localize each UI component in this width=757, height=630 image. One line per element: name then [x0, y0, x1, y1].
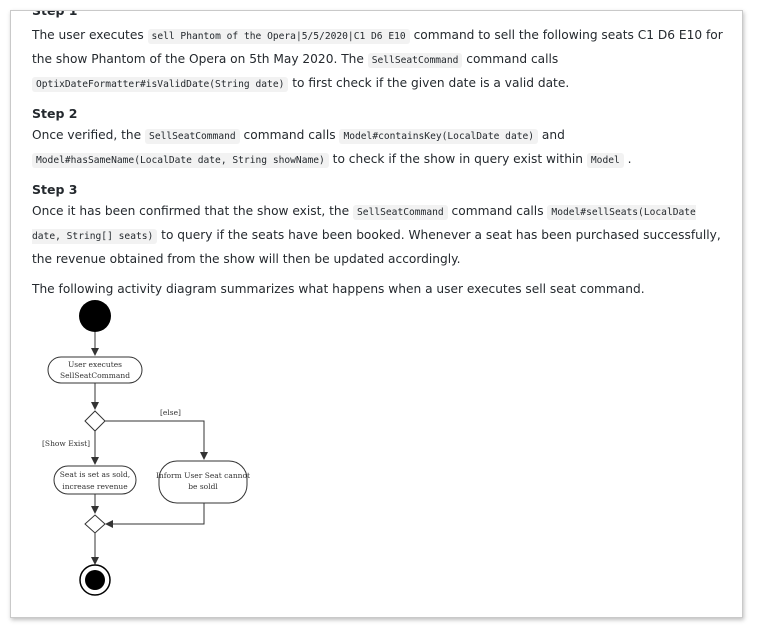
step1-text-2: command to sell the following seats C1 D… [32, 28, 723, 66]
step2-paragraph: Once verified, the SellSeatCommand comma… [32, 124, 724, 172]
action-inform-user [158, 460, 248, 504]
step2-text-5: . [623, 152, 632, 166]
flow-inform-to-merge [105, 503, 205, 528]
step2-text-1: Once verified, the [32, 128, 146, 142]
merge-node [84, 514, 106, 534]
step2-code-sellseatcommand: SellSeatCommand [145, 129, 240, 144]
step1-text-1: The user executes [32, 28, 148, 42]
document-frame: Step 1 The user executes sell Phantom of… [10, 10, 743, 618]
step1-code-isvaliddate: OptixDateFormatter#isValidDate(String da… [32, 77, 289, 92]
activity-diagram: User executes SellSeatCommand [else] [Sh… [42, 300, 250, 596]
step3-heading: Step 3 [32, 182, 78, 197]
action-user-executes-line2: SellSeatCommand [60, 371, 130, 380]
step3-code-sellseatcommand: SellSeatCommand [353, 205, 448, 220]
step1-heading: Step 1 [32, 10, 78, 18]
step2-code-model: Model [586, 153, 624, 168]
action-seat-sold-line2: increase revenue [62, 482, 128, 491]
action-inform-user-line1: Inform User Seat cannot [156, 471, 250, 480]
step2-text-2: command calls [239, 128, 340, 142]
action-user-executes-line1: User executes [68, 360, 122, 369]
action-inform-user-line2: be soldl [188, 482, 218, 491]
step2-code-containskey: Model#containsKey(LocalDate date) [339, 129, 539, 144]
action-seat-sold-line1: Seat is set as sold, [60, 470, 130, 479]
step3-text-2: command calls [447, 204, 548, 218]
step2-text-3: and [538, 128, 565, 142]
step2-code-hassamename: Model#hasSameName(LocalDate date, String… [32, 153, 329, 168]
step1-code-sellseatcommand: SellSeatCommand [367, 53, 463, 68]
decision-node [84, 410, 106, 432]
guard-else: [else] [160, 408, 181, 417]
initial-node [79, 300, 111, 332]
document-content: Step 1 The user executes sell Phantom of… [32, 10, 724, 300]
final-node-inner [85, 570, 105, 590]
step2-heading: Step 2 [32, 106, 78, 121]
summary-paragraph: The following activity diagram summarize… [32, 282, 645, 296]
step1-paragraph: The user executes sell Phantom of the Op… [32, 24, 724, 96]
step1-text-3: command calls [462, 52, 559, 66]
step3-text-3: to query if the seats have been booked. … [32, 228, 721, 266]
step3-paragraph: Once it has been confirmed that the show… [32, 200, 724, 270]
step3-text-1: Once it has been confirmed that the show… [32, 204, 354, 218]
step1-code-command: sell Phantom of the Opera|5/5/2020|C1 D6… [147, 29, 410, 44]
guard-show-exist: [Show Exist] [42, 439, 90, 448]
flow-else-branch [105, 420, 208, 460]
step2-text-4: to check if the show in query exist with… [328, 152, 587, 166]
step1-text-4: to first check if the given date is a va… [288, 76, 570, 90]
